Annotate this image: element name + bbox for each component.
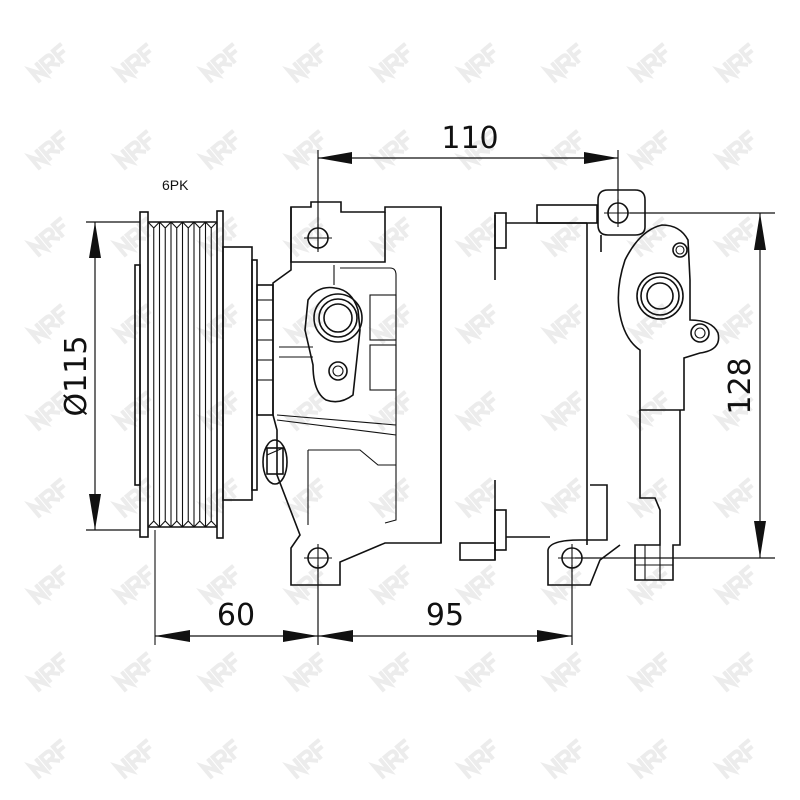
watermark-logo-icon xyxy=(110,738,152,780)
pulley xyxy=(134,210,258,645)
watermark-logo-icon xyxy=(196,651,238,693)
watermark-logo-icon xyxy=(282,651,324,693)
watermark-logo-icon xyxy=(368,477,410,519)
watermark-logo-icon xyxy=(282,390,324,432)
dimension-128: 128 xyxy=(723,357,758,414)
watermark-logo-icon xyxy=(454,564,496,606)
watermark-logo-icon xyxy=(712,738,754,780)
watermark-logo-icon xyxy=(626,129,668,171)
watermark-logo-icon xyxy=(282,477,324,519)
watermark-logo-icon xyxy=(454,651,496,693)
watermark-logo-icon xyxy=(626,564,668,606)
watermark-logo-icon xyxy=(540,216,582,258)
watermark-logo-icon xyxy=(712,216,754,258)
watermark-logo-icon xyxy=(454,216,496,258)
watermark-logo-icon xyxy=(626,738,668,780)
watermark-logo-icon xyxy=(540,42,582,84)
watermark-logo-icon xyxy=(712,303,754,345)
dimension-lines xyxy=(86,150,775,645)
watermark-logo-icon xyxy=(454,477,496,519)
watermark-logo-icon xyxy=(282,303,324,345)
front-housing xyxy=(256,201,442,586)
watermark-logo-icon xyxy=(626,303,668,345)
watermark-logo-icon xyxy=(110,129,152,171)
watermark-logo-icon xyxy=(196,129,238,171)
watermark-logo-icon xyxy=(110,42,152,84)
watermark-logo-icon xyxy=(540,390,582,432)
watermark-logo-icon xyxy=(24,42,66,84)
watermark-logo-icon xyxy=(368,651,410,693)
watermark-logo-icon xyxy=(24,477,66,519)
watermark-logo-icon xyxy=(24,303,66,345)
watermark-logo-icon xyxy=(282,738,324,780)
watermark-logo-icon xyxy=(196,477,238,519)
dimension-95: 95 xyxy=(426,598,464,633)
cylinder-body xyxy=(440,204,598,561)
watermark-logo-icon xyxy=(712,564,754,606)
watermark-logo-icon xyxy=(24,738,66,780)
watermark-logo-icon xyxy=(368,129,410,171)
watermark-logo-icon xyxy=(196,738,238,780)
watermark-logo-icon xyxy=(24,216,66,258)
watermark-grid xyxy=(24,42,754,780)
watermark-logo-icon xyxy=(282,42,324,84)
dimension-pulley-diameter: Ø115 xyxy=(59,336,94,417)
watermark-logo-icon xyxy=(626,390,668,432)
watermark-logo-icon xyxy=(196,42,238,84)
watermark-logo-icon xyxy=(24,651,66,693)
watermark-logo-icon xyxy=(454,129,496,171)
watermark-logo-icon xyxy=(540,477,582,519)
watermark-logo-icon xyxy=(196,564,238,606)
watermark-logo-icon xyxy=(454,42,496,84)
watermark-logo-icon xyxy=(540,303,582,345)
watermark-logo-icon xyxy=(454,303,496,345)
watermark-logo-icon xyxy=(368,564,410,606)
rear-head xyxy=(547,189,720,586)
dimension-110: 110 xyxy=(441,121,498,156)
watermark-logo-icon xyxy=(712,390,754,432)
watermark-logo-icon xyxy=(24,129,66,171)
watermark-logo-icon xyxy=(626,42,668,84)
watermark-logo-icon xyxy=(454,390,496,432)
watermark-logo-icon xyxy=(368,303,410,345)
watermark-logo-icon xyxy=(540,129,582,171)
watermark-logo-icon xyxy=(282,564,324,606)
watermark-logo-icon xyxy=(712,477,754,519)
watermark-logo-icon xyxy=(110,216,152,258)
watermark-logo-icon xyxy=(24,564,66,606)
belt-type-label: 6PK xyxy=(162,177,189,193)
dimension-60: 60 xyxy=(217,598,255,633)
watermark-logo-icon xyxy=(368,738,410,780)
watermark-logo-icon xyxy=(712,129,754,171)
watermark-logo-icon xyxy=(368,216,410,258)
watermark-logo-icon xyxy=(454,738,496,780)
watermark-logo-icon xyxy=(626,216,668,258)
watermark-logo-icon xyxy=(282,129,324,171)
watermark-logo-icon xyxy=(110,651,152,693)
watermark-logo-icon xyxy=(540,738,582,780)
watermark-logo-icon xyxy=(110,564,152,606)
watermark-logo-icon xyxy=(24,390,66,432)
watermark-logo-icon xyxy=(196,390,238,432)
watermark-logo-icon xyxy=(540,651,582,693)
watermark-logo-icon xyxy=(712,42,754,84)
watermark-logo-icon xyxy=(540,564,582,606)
watermark-logo-icon xyxy=(368,42,410,84)
watermark-logo-icon xyxy=(712,651,754,693)
watermark-logo-icon xyxy=(626,651,668,693)
watermark-logo-icon xyxy=(196,303,238,345)
